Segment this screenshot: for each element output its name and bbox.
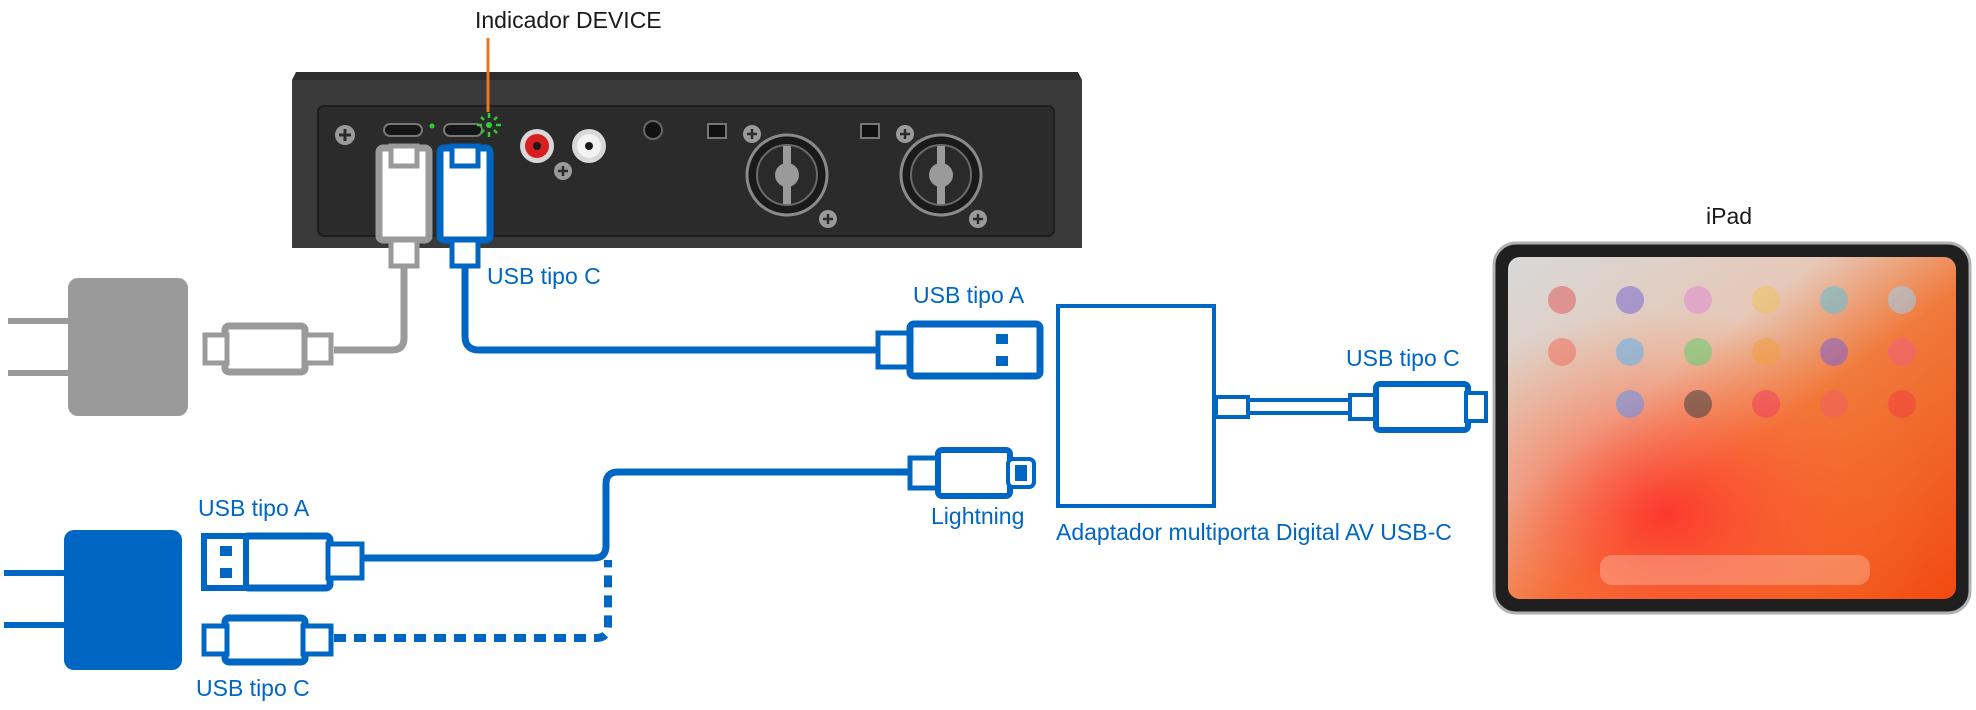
ipad-label: iPad (1706, 203, 1752, 229)
device-indicator-led (477, 113, 501, 137)
power-cable-gray (202, 143, 433, 376)
app-icons-blurred (1548, 286, 1916, 418)
device-indicator-label: Indicador DEVICE (475, 7, 662, 33)
rca-jack-red (520, 129, 554, 163)
lightning-label: Lightning (931, 503, 1024, 529)
power-adapter-blue (4, 530, 182, 670)
usb-c-ipad-label: USB tipo C (1346, 345, 1460, 371)
usb-cable-device-to-adapter (436, 143, 1044, 380)
adapter-label: Adaptador multiporta Digital AV USB-C (1056, 519, 1452, 545)
usb-c-charger-label: USB tipo C (196, 675, 310, 701)
ipad-dock (1600, 555, 1870, 585)
usb-c-port-power (383, 123, 423, 137)
usb-c-port-device (443, 123, 483, 137)
ipad-tablet (1492, 241, 1972, 615)
usb-c-device-label: USB tipo C (487, 263, 601, 289)
usb-a-adapter-label: USB tipo A (913, 282, 1025, 308)
power-adapter-gray (8, 278, 188, 416)
lightning-cable (201, 447, 1036, 666)
xlr-combo-jack-2 (899, 133, 983, 217)
usb-a-charger-label: USB tipo A (198, 495, 310, 521)
usb-c-digital-av-adapter (1056, 304, 1488, 508)
headphone-jack (643, 120, 663, 140)
rca-jack-white (572, 129, 606, 163)
xlr-combo-jack-1 (745, 133, 829, 217)
